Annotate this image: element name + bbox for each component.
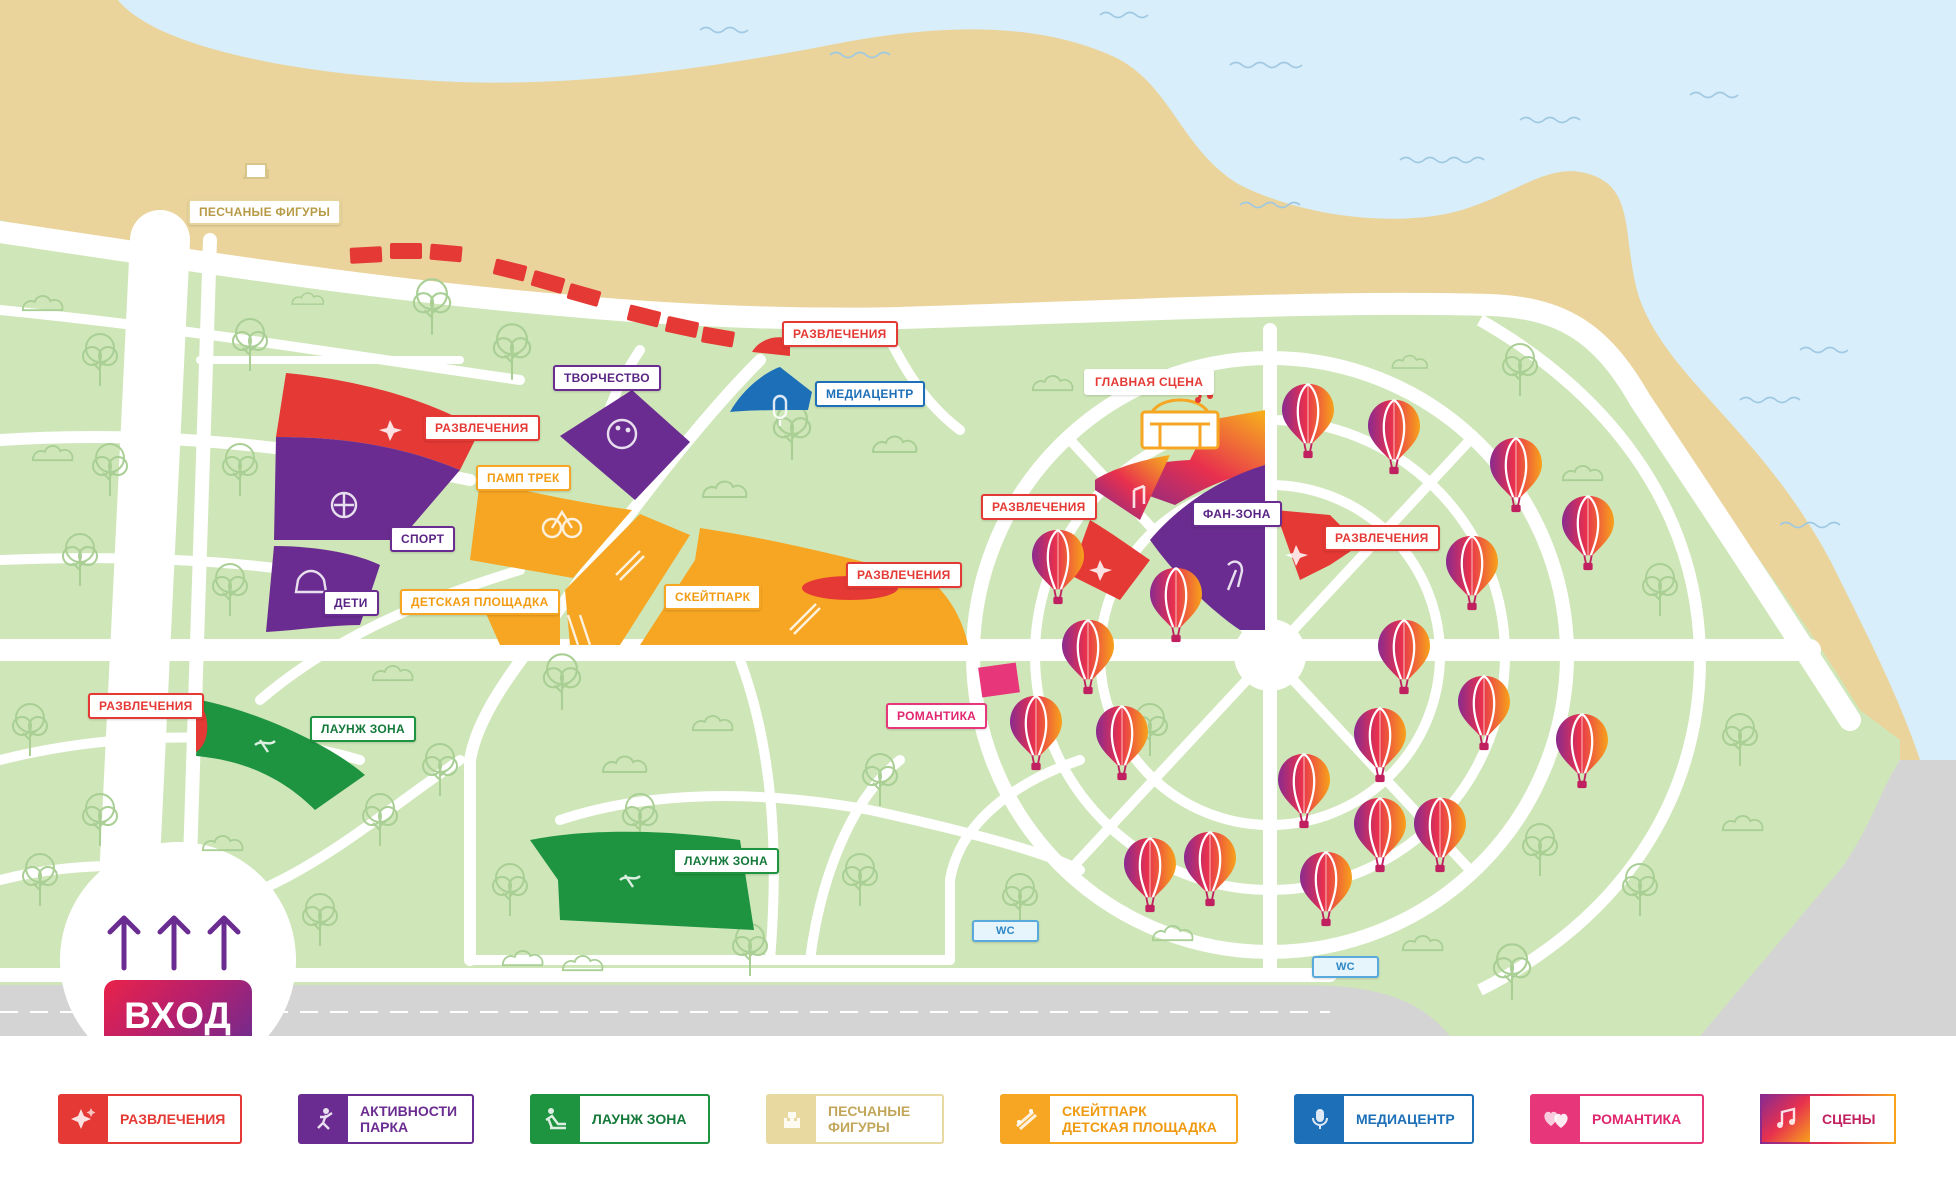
skateboard-icon	[1002, 1096, 1050, 1142]
label-playground: ДЕТСКАЯ ПЛОЩАДКА	[400, 589, 560, 615]
lounger-icon	[532, 1096, 580, 1142]
label-lounge-1: ЛАУНЖ ЗОНА	[310, 716, 416, 742]
legend-item-stages: СЦЕНЫ	[1760, 1094, 1896, 1144]
park-map	[0, 0, 1956, 1036]
legend-item-skatepark: СКЕЙТПАРК ДЕТСКАЯ ПЛОЩАДКА	[1000, 1094, 1238, 1144]
label-sand-figures: ПЕСЧАНЫЕ ФИГУРЫ	[188, 199, 342, 225]
label-creativity: ТВОРЧЕСТВО	[553, 365, 661, 391]
pump-track-zone	[470, 480, 632, 578]
legend-item-romance: РОМАНТИКА	[1530, 1094, 1704, 1144]
legend-item-lounge: ЛАУНЖ ЗОНА	[530, 1094, 710, 1144]
legend-item-fun: РАЗВЛЕЧЕНИЯ	[58, 1094, 242, 1144]
label-fun-right: РАЗВЛЕЧЕНИЯ	[1324, 525, 1440, 551]
sand-castle-icon	[768, 1096, 816, 1142]
hearts-icon	[1532, 1096, 1580, 1142]
label-fun-skate: РАЗВЛЕЧЕНИЯ	[846, 562, 962, 588]
person-jumping-icon	[300, 1096, 348, 1142]
lounge-zone-1	[196, 700, 365, 810]
lounge-zone-2	[530, 831, 754, 930]
legend-label: РОМАНТИКА	[1592, 1111, 1682, 1127]
legend-label: МЕДИАЦЕНТР	[1356, 1111, 1455, 1127]
legend-label: СЦЕНЫ	[1822, 1111, 1876, 1127]
sparkle-icon	[60, 1096, 108, 1142]
label-fan-zone: ФАН-ЗОНА	[1192, 501, 1282, 527]
label-fun-entry: РАЗВЛЕЧЕНИЯ	[88, 693, 204, 719]
label-romance: РОМАНТИКА	[886, 703, 988, 729]
label-sport: СПОРТ	[390, 526, 456, 552]
label-fun-left: РАЗВЛЕЧЕНИЯ	[424, 415, 540, 441]
legend-item-park-activities: АКТИВНОСТИ ПАРКА	[298, 1094, 474, 1144]
label-wc-1: WC	[972, 920, 1039, 942]
creativity-zone	[560, 390, 690, 500]
label-media-center: МЕДИАЦЕНТР	[815, 381, 925, 407]
main-stage-icon	[1140, 381, 1220, 450]
legend-label: СКЕЙТПАРК ДЕТСКАЯ ПЛОЩАДКА	[1062, 1103, 1217, 1135]
legend-label: ЛАУНЖ ЗОНА	[592, 1111, 687, 1127]
label-kids: ДЕТИ	[323, 590, 379, 616]
activities-zone	[274, 437, 460, 540]
label-fun-center: РАЗВЛЕЧЕНИЯ	[981, 494, 1097, 520]
legend-label: АКТИВНОСТИ ПАРКА	[360, 1103, 458, 1135]
legend-item-media-center: МЕДИАЦЕНТР	[1294, 1094, 1474, 1144]
label-pump-track: ПАМП ТРЕК	[476, 465, 571, 491]
media-center-zone	[730, 367, 812, 412]
label-lounge-2: ЛАУНЖ ЗОНА	[673, 848, 779, 874]
legend-label: ПЕСЧАНЫЕ ФИГУРЫ	[828, 1103, 911, 1135]
label-fun-top: РАЗВЛЕЧЕНИЯ	[782, 321, 898, 347]
fun-zone-left	[276, 373, 480, 470]
legend-label: РАЗВЛЕЧЕНИЯ	[120, 1111, 226, 1127]
label-skatepark: СКЕЙТПАРК	[664, 584, 762, 610]
music-notes-icon	[1762, 1096, 1810, 1142]
label-main-stage: ГЛАВНАЯ СЦЕНА	[1084, 369, 1215, 395]
romance-zone	[978, 662, 1020, 698]
sand-castle-icon	[242, 163, 269, 179]
entry-arrows	[107, 915, 241, 971]
microphone-icon	[1296, 1096, 1344, 1142]
label-wc-2: WC	[1312, 956, 1379, 978]
legend-item-sand-figures: ПЕСЧАНЫЕ ФИГУРЫ	[766, 1094, 944, 1144]
